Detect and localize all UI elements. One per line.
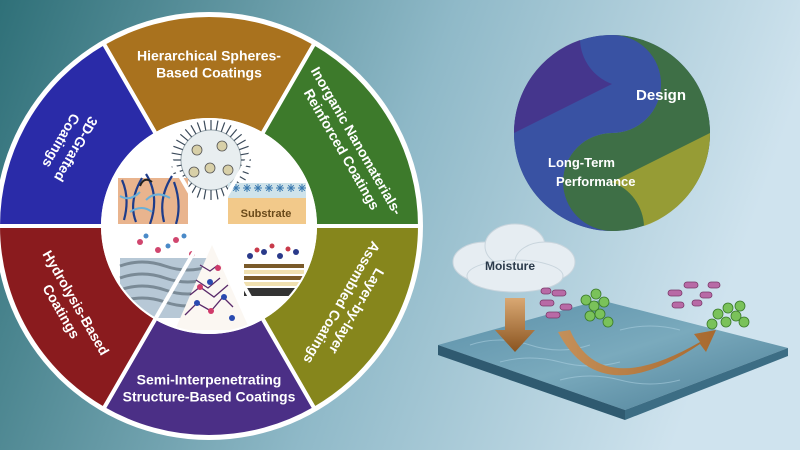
- nano-star-ray: [254, 184, 262, 192]
- hierarchical-spheres-illustration: [171, 120, 251, 200]
- sphere-spike: [236, 139, 246, 146]
- performance-label: Long-Term Performance: [548, 155, 635, 189]
- sphere-spike: [215, 120, 219, 131]
- wheel-segment-label-line: Structure-Based Coatings: [123, 389, 296, 405]
- sphere-spike: [179, 133, 189, 142]
- wheel-segment-label-0: Hierarchical Spheres-Based Coatings: [137, 48, 281, 81]
- sphere-spike: [238, 145, 249, 151]
- moisture-label: Moisture: [485, 259, 535, 273]
- sphere-spike: [203, 189, 207, 200]
- wheel-segment-label-line: Based Coatings: [156, 65, 262, 81]
- inner-divider: [207, 133, 264, 228]
- wheel-segment-label-line: Semi-Interpenetrating: [137, 372, 282, 388]
- sphere-spike: [196, 187, 202, 198]
- layer-by-layer-illustration: [244, 243, 304, 296]
- coated-surface-slab: [438, 300, 788, 410]
- sphere-spike: [173, 145, 184, 151]
- sphere-spike: [233, 133, 243, 142]
- sphere-spike: [229, 128, 238, 138]
- sphere-spike: [215, 189, 219, 200]
- sphere-spike: [196, 122, 202, 133]
- sphere-spike: [184, 128, 193, 138]
- network-illustration: [175, 245, 250, 330]
- sphere-spike: [203, 120, 207, 131]
- nano-star-ray: [265, 184, 273, 192]
- nano-star-ray: [276, 184, 284, 192]
- yin-yang-design-performance: Design Long-Term Performance: [513, 35, 711, 231]
- moisture-cloud: [452, 223, 576, 293]
- inner-divider: [154, 225, 211, 319]
- nano-star-ray: [287, 184, 295, 192]
- grafted-chains-illustration: [118, 173, 188, 226]
- nano-star-ray: [298, 184, 306, 192]
- inner-divider: [207, 225, 264, 319]
- sphere-spike: [190, 125, 197, 135]
- wheel-segment-label-line: Hierarchical Spheres-: [137, 48, 281, 64]
- substrate-label: Substrate: [241, 208, 292, 220]
- nano-star-ray: [232, 184, 240, 192]
- sphere-spike: [176, 139, 186, 146]
- inner-illustrations: Substrate: [118, 120, 306, 330]
- nano-star-ray: [243, 184, 251, 192]
- release-arrow: [558, 330, 716, 376]
- nanomaterials-illustration: Substrate: [228, 183, 306, 226]
- design-label: Design: [636, 87, 686, 104]
- sphere-spike: [220, 122, 226, 133]
- sphere-spike: [171, 152, 182, 156]
- moisture-down-arrow: [495, 298, 535, 352]
- inner-divider: [154, 133, 211, 228]
- bacteria-cluster-left: [539, 287, 614, 328]
- bacteria-cluster-right: [667, 281, 750, 330]
- antifouling-scene: Moisture: [438, 223, 788, 420]
- sphere-spike: [225, 125, 232, 135]
